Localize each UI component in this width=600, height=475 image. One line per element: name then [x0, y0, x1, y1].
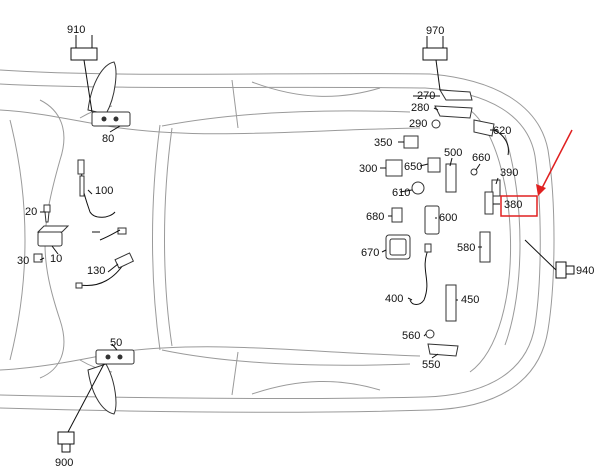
part-680-unit	[391, 207, 403, 223]
parts	[33, 89, 509, 365]
label-300: 300	[359, 163, 377, 175]
label-30: 30	[17, 255, 29, 267]
label-550: 550	[422, 359, 440, 371]
highlight-arrow-head	[536, 184, 546, 196]
part-550-bracket	[427, 343, 459, 357]
label-130: 130	[87, 265, 105, 277]
label-10: 10	[50, 253, 62, 265]
part-10-module	[37, 231, 63, 247]
label-400: 400	[385, 293, 403, 305]
highlight-arrow	[540, 129, 573, 191]
right-mirror-shape	[87, 363, 117, 415]
label-560: 560	[402, 330, 420, 342]
label-390: 390	[500, 167, 518, 179]
label-600: 600	[439, 212, 457, 224]
connector-callouts	[57, 35, 575, 453]
part-610-ring	[411, 181, 425, 195]
part-350-unit	[403, 135, 419, 149]
label-380: 380	[504, 199, 522, 211]
part-660-clip	[470, 168, 478, 176]
label-680: 680	[366, 211, 384, 223]
label-20: 20	[25, 206, 37, 218]
label-660: 660	[472, 152, 490, 164]
part-450-strip	[445, 284, 457, 322]
label-650: 650	[404, 161, 422, 173]
part-50-bracket	[95, 349, 135, 365]
label-610: 610	[392, 187, 410, 199]
part-100-connector	[117, 227, 127, 235]
label-910: 910	[67, 24, 85, 36]
part-600-module	[424, 205, 440, 235]
highlight-annotation	[500, 129, 573, 217]
label-350: 350	[374, 137, 392, 149]
part-270-bracket	[439, 89, 473, 101]
part-20-bolt	[43, 204, 51, 223]
part-300-unit	[385, 159, 403, 177]
part-500-strip	[445, 163, 457, 193]
part-560-nut	[425, 329, 435, 339]
label-500: 500	[444, 147, 462, 159]
part-290-nut	[431, 119, 441, 129]
part-400-cable	[409, 249, 429, 305]
label-290: 290	[409, 118, 427, 130]
part-380-strip	[484, 191, 494, 215]
part-labels: 910 970 270 280 290 620 80 350 650 500 6…	[17, 24, 594, 469]
label-50: 50	[110, 337, 122, 349]
part-280-bracket	[434, 105, 473, 119]
part-650-unit	[427, 157, 441, 173]
left-mirror-shape	[87, 61, 117, 115]
part-620-sensor	[473, 119, 495, 137]
part-580-strip	[479, 231, 491, 263]
label-580: 580	[457, 242, 475, 254]
label-940: 940	[576, 265, 594, 277]
label-270: 270	[417, 90, 435, 102]
part-670-module	[385, 234, 411, 260]
car-body-outline	[0, 69, 555, 413]
label-280: 280	[411, 102, 429, 114]
label-620: 620	[493, 125, 511, 137]
label-450: 450	[461, 294, 479, 306]
part-80-bracket	[91, 111, 131, 127]
leader-lines	[39, 95, 500, 359]
label-80: 80	[102, 133, 114, 145]
label-900: 900	[55, 457, 73, 469]
label-970: 970	[426, 25, 444, 37]
label-670: 670	[361, 247, 379, 259]
highlight-box-380	[500, 195, 538, 217]
part-30-clip	[33, 253, 43, 263]
label-100: 100	[95, 185, 113, 197]
